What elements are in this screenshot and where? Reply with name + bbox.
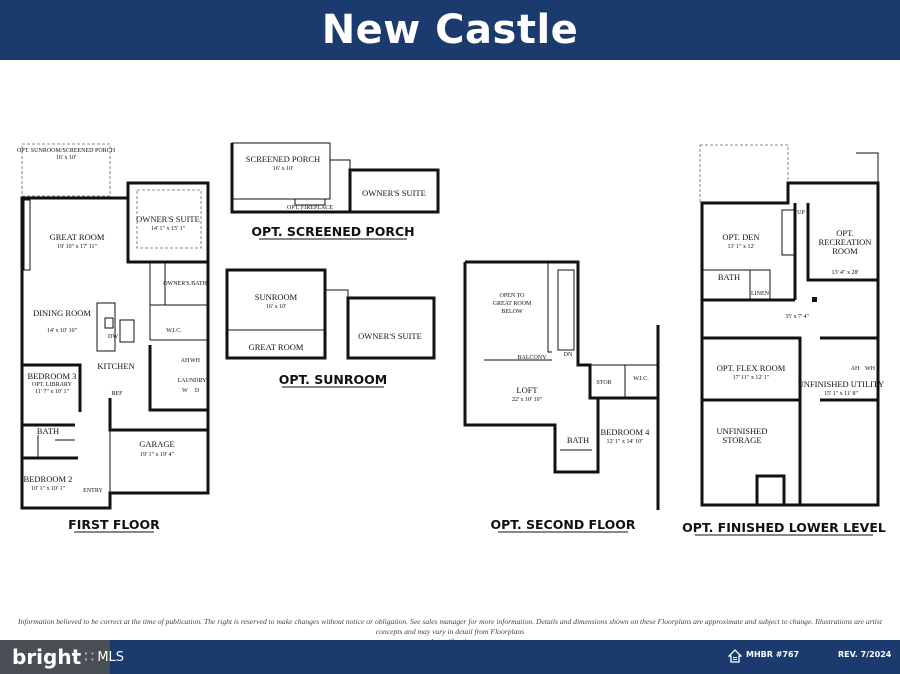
lower-ah: AH: [851, 366, 860, 372]
opt-sunroom-dim: 16' x 10': [56, 155, 76, 161]
balcony-label: BALCONY: [517, 355, 547, 361]
lower-bath-label: BATH: [718, 272, 740, 282]
second-floor-wic: W.I.C.: [633, 376, 649, 382]
second-floor-below: BELOW: [501, 309, 523, 315]
footer-bar: bright ∷ MLS MHBR #767 REV. 7/2024: [0, 640, 900, 674]
floorplans-drawing: OPT. SUNROOM/SCREENED PORCH 16' x 10' GR…: [17, 142, 886, 536]
lower-center-dim: 35' x 7' 4": [785, 314, 810, 320]
sunroom-great-room: GREAT ROOM: [249, 342, 304, 352]
sunroom-plan: SUNROOM 16' x 10' GREAT ROOM OWNER'S SUI…: [225, 268, 436, 388]
sunroom-label: SUNROOM: [255, 292, 298, 302]
loft-dim: 22' x 10' 10": [512, 397, 543, 403]
recreation-line3: ROOM: [832, 246, 858, 256]
screened-porch-label: SCREENED PORCH: [246, 154, 320, 164]
great-room-dim: 19' 10" x 17' 11": [57, 244, 97, 250]
dryer-label: D: [195, 388, 200, 394]
second-floor-caption: OPT. SECOND FLOOR: [491, 517, 636, 532]
dw-label: DW: [108, 334, 118, 340]
screened-porch-caption: OPT. SCREENED PORCH: [251, 224, 414, 239]
garage-dim: 19' 1" x 19' 4": [140, 452, 175, 458]
linen-label: LINEN: [751, 291, 770, 297]
bright-mls-logo: bright ∷ MLS: [0, 640, 124, 674]
bedroom3-dim: 11' 7" x 10' 1": [35, 389, 69, 395]
owners-bath-label: OWNER'S BATH: [163, 281, 207, 287]
wh-label: WH: [190, 358, 201, 364]
dining-room-label: DINING ROOM: [33, 308, 91, 318]
second-floor-bath: BATH: [567, 435, 589, 445]
revision-date: REV. 7/2024: [838, 650, 892, 659]
opt-den-dim: 13' 1" x 12': [727, 244, 754, 250]
bedroom3-label: BEDROOM 3: [28, 371, 77, 381]
logo-dots-icon: ∷: [84, 649, 95, 666]
sunroom-caption: OPT. SUNROOM: [279, 372, 387, 387]
flex-room-dim: 17' 11" x 12' 1": [733, 375, 770, 381]
washer-label: W: [182, 388, 188, 394]
flex-room-label: OPT. FLEX ROOM: [717, 363, 786, 373]
wic-label: W.I.C.: [166, 328, 182, 334]
bedroom2-label: BEDROOM 2: [24, 474, 73, 484]
stor-label: STOR: [596, 380, 611, 386]
kitchen-label: KITCHEN: [97, 361, 134, 371]
first-floor-caption: FIRST FLOOR: [68, 517, 160, 532]
logo-word: bright: [12, 645, 82, 669]
loft-label: LOFT: [516, 385, 538, 395]
sunroom-dim: 16' x 10': [266, 304, 286, 310]
owners-suite-dim: 14' 1" x 15' 1": [151, 226, 186, 232]
bedroom2-dim: 10' 1" x 10' 1": [31, 486, 66, 492]
storage-line1: UNFINISHED: [717, 426, 768, 436]
great-room-label: GREAT ROOM: [50, 232, 105, 242]
ah-label: AH: [181, 358, 190, 364]
logo-mls: MLS: [97, 649, 125, 665]
disclaimer-line1: Information believed to be correct at th…: [18, 617, 882, 636]
page-title: New Castle: [321, 7, 579, 53]
lower-wh: WH: [865, 366, 876, 372]
owners-suite-wall: [126, 183, 208, 264]
recreation-dim: 13' 4" x 28': [831, 270, 858, 276]
equal-housing-icon: [728, 649, 742, 663]
screened-porch-fireplace: OPT. FIREPLACE: [287, 205, 333, 211]
second-floor-great-room: GREAT ROOM: [493, 301, 532, 307]
bath-label: BATH: [37, 426, 59, 436]
second-floor-open-to: OPEN TO: [500, 293, 526, 299]
recreation-line1: OPT.: [836, 228, 854, 238]
lower-up: UP: [797, 210, 805, 216]
utility-label: UNFINISHED UTILITY: [798, 379, 885, 389]
entry-label: ENTRY: [83, 488, 103, 494]
lower-level-plan: OPT. DEN 13' 1" x 12' OPT. RECREATION RO…: [682, 144, 886, 536]
laundry-label: LAUNDRY: [177, 378, 207, 384]
header-banner: New Castle: [0, 0, 900, 60]
utility-dim: 15' 1" x 11' 8": [824, 391, 858, 397]
screened-porch-dim: 16' x 10': [273, 166, 293, 172]
screened-porch-owners-suite: OWNER'S SUITE: [362, 188, 426, 198]
owners-suite-label: OWNER'S SUITE: [136, 214, 200, 224]
dining-room-dim: 14' x 10' 10": [47, 328, 78, 334]
opt-sunroom-label: OPT. SUNROOM/SCREENED PORCH: [17, 148, 116, 154]
bedroom3-opt-label: OPT. LIBRARY: [32, 382, 73, 388]
bedroom4-label: BEDROOM 4: [601, 427, 651, 437]
storage-line2: STORAGE: [722, 435, 761, 445]
bedroom4-dim: 12' 1" x 14' 10": [606, 439, 644, 445]
second-floor-dn: DN: [564, 352, 573, 358]
lower-level-caption: OPT. FINISHED LOWER LEVEL: [682, 520, 886, 535]
ref-label: REF: [111, 391, 123, 397]
mhbr-number: MHBR #767: [746, 650, 800, 659]
second-floor-plan: OPEN TO GREAT ROOM BELOW BALCONY LOFT 22…: [463, 260, 660, 533]
opt-den-label: OPT. DEN: [722, 232, 759, 242]
screened-porch-plan: SCREENED PORCH 16' x 10' OWNER'S SUITE O…: [230, 142, 440, 240]
recreation-line2: RECREATION: [819, 237, 872, 247]
sunroom-owners-suite: OWNER'S SUITE: [358, 331, 422, 341]
first-floor-plan: OPT. SUNROOM/SCREENED PORCH 16' x 10' GR…: [17, 143, 210, 533]
garage-label: GARAGE: [139, 439, 174, 449]
